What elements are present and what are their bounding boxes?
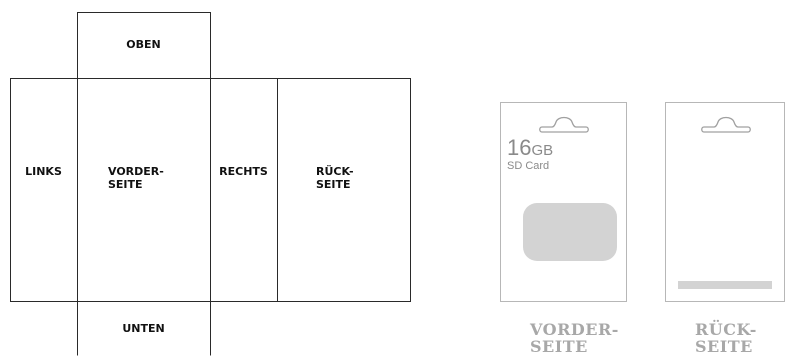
right-panel-label: RECHTS — [219, 165, 268, 178]
hang-hole-icon — [539, 116, 589, 133]
front-panel-label: VORDER- SEITE — [108, 165, 164, 191]
back-panel-label-line1: RÜCK- — [316, 165, 354, 178]
back-card — [665, 102, 785, 302]
back-panel — [277, 78, 411, 302]
hang-hole-icon — [701, 116, 751, 133]
capacity-text: 16GB — [507, 137, 553, 160]
left-panel — [10, 78, 78, 302]
right-panel — [210, 78, 278, 302]
product-name: SD Card — [507, 160, 550, 172]
front-card-caption-line1: VORDER- — [530, 320, 619, 339]
front-panel-label-line1: VORDER- — [108, 165, 164, 178]
capacity-number: 16 — [507, 135, 532, 160]
left-panel-label: LINKS — [25, 165, 62, 178]
top-panel-label: OBEN — [126, 38, 161, 51]
bottom-panel — [77, 301, 211, 356]
sd-card-chip — [523, 203, 617, 261]
bottom-panel-label: UNTEN — [122, 322, 165, 335]
front-panel-label-line2: SEITE — [108, 178, 143, 191]
back-panel-label-line2: SEITE — [316, 178, 351, 191]
back-card-caption-line2: SEITE — [695, 337, 753, 356]
front-card-caption: VORDER- SEITE — [530, 321, 619, 355]
back-panel-label: RÜCK- SEITE — [316, 165, 354, 191]
barcode-strip — [678, 281, 772, 289]
back-card-caption: RÜCK- SEITE — [695, 321, 757, 355]
front-card: 16GB SD Card — [500, 102, 627, 302]
back-card-caption-line1: RÜCK- — [695, 320, 757, 339]
capacity-unit: GB — [531, 142, 554, 159]
front-card-caption-line2: SEITE — [530, 337, 588, 356]
